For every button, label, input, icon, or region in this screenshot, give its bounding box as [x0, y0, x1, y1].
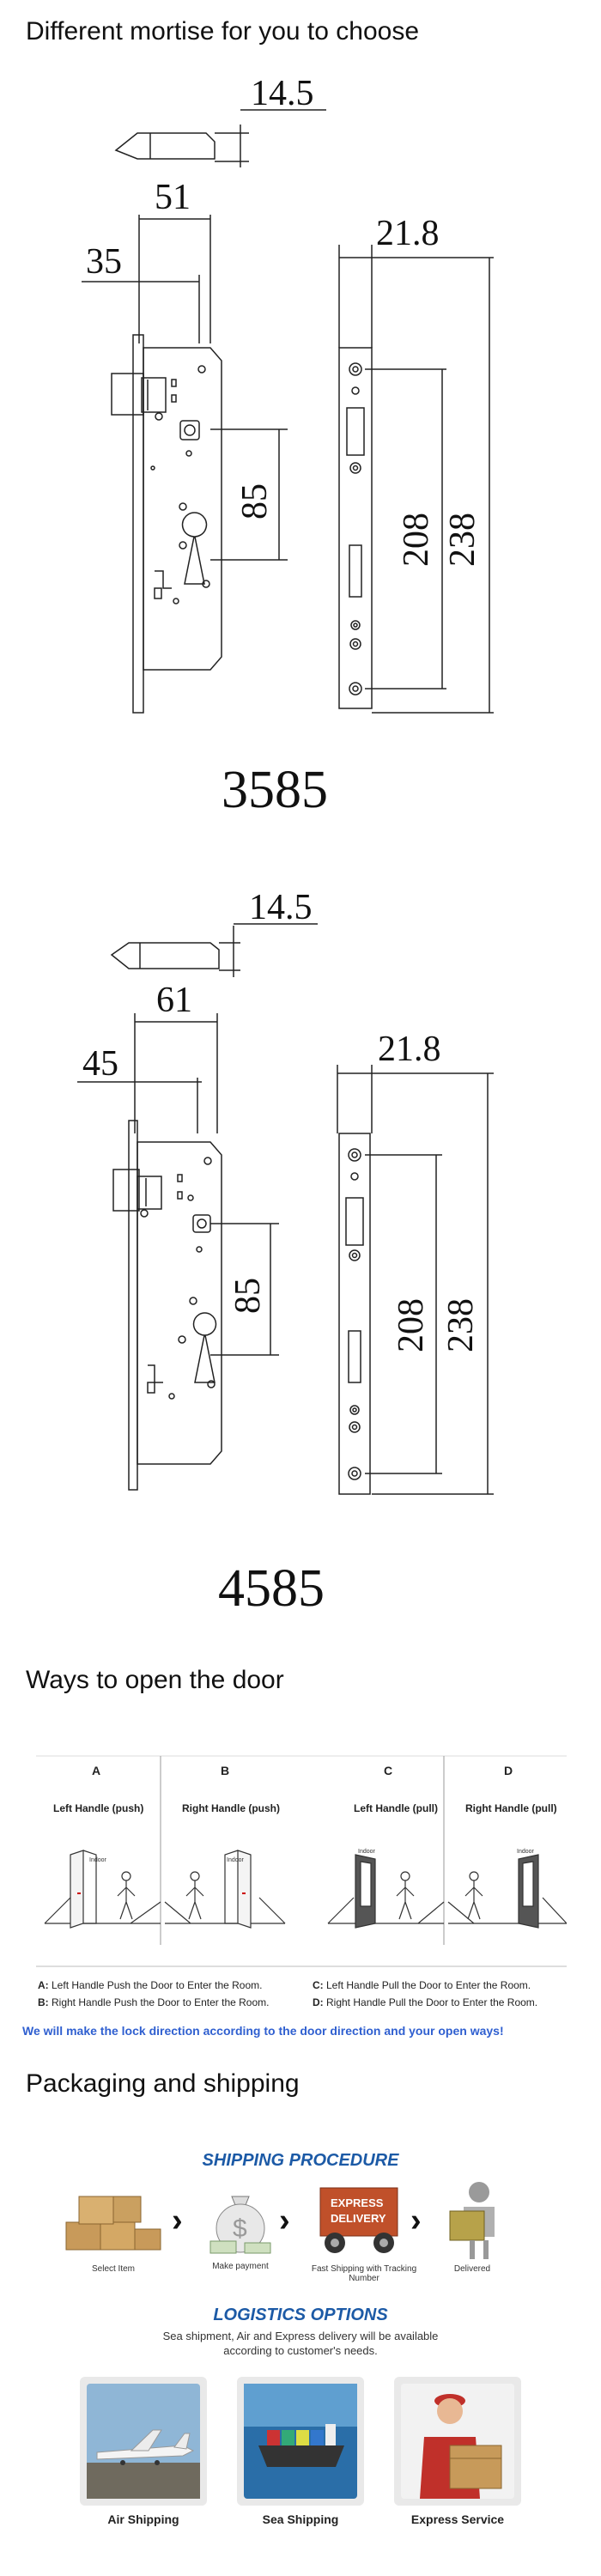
dim-outer: 238: [441, 1298, 481, 1352]
dim-backset: 45: [82, 1044, 118, 1084]
model-3585: 3585: [222, 761, 328, 819]
dim-bolt: 14.5: [249, 888, 313, 927]
door-scene-a: [44, 1850, 161, 1929]
step-label-payment: Make payment: [212, 2262, 269, 2271]
express-service-card: [394, 2377, 521, 2506]
latch-top-view: [110, 923, 318, 977]
logistics-subtitle-2: according to customer's needs.: [223, 2344, 378, 2357]
sea-shipping-label: Sea Shipping: [262, 2512, 339, 2526]
indoor-label-a: Indoor: [89, 1857, 107, 1863]
step-icon-money: $: [209, 2196, 271, 2254]
dim-width: 61: [156, 981, 192, 1020]
step-arrow-2: ›: [279, 2202, 290, 2239]
ways-section-title: Ways to open the door: [26, 1666, 284, 1694]
latch-top-view: [114, 109, 326, 167]
lock-case: [137, 1141, 222, 1465]
lock-case: [143, 347, 222, 671]
logistics-options-title: LOGISTICS OPTIONS: [213, 2306, 388, 2324]
heading-d: Right Handle (pull): [465, 1802, 557, 1814]
heading-a: Left Handle (push): [53, 1802, 143, 1814]
courier-image: [401, 2384, 514, 2499]
letter-d: D: [504, 1764, 513, 1777]
dim-bolt: 14.5: [251, 74, 314, 113]
dim-inner: 208: [397, 513, 436, 567]
caption-c: C: Left Handle Pull the Door to Enter th…: [313, 1979, 531, 1991]
letter-a: A: [92, 1764, 100, 1777]
step-arrow-1: ›: [172, 2202, 183, 2239]
step-label-fast-shipping: Fast Shipping with Tracking Number: [311, 2264, 417, 2283]
dim-center: 85: [228, 1278, 268, 1314]
ship-image: [244, 2384, 357, 2499]
express-text-2: DELIVERY: [331, 2212, 386, 2225]
express-service-label: Express Service: [410, 2512, 505, 2526]
indoor-label-c: Indoor: [358, 1849, 376, 1855]
mortise-3585-drawing: 14.5 51 35 85 21.8 20: [82, 74, 494, 714]
heading-b: Right Handle (push): [182, 1802, 280, 1814]
step-icon-delivered: [449, 2182, 495, 2259]
dim-center: 85: [235, 483, 275, 519]
face-plate-side: [128, 1120, 138, 1491]
caption-b: B: Right Handle Push the Door to Enter t…: [38, 1996, 269, 2008]
svg-text:$: $: [233, 2215, 247, 2243]
dim-inner: 208: [392, 1298, 431, 1352]
step-label-delivered: Delivered: [453, 2264, 491, 2274]
door-ways-diagram: A B C D Left Handle (push) Right Handle …: [36, 1755, 567, 2008]
model-4585: 4585: [218, 1559, 325, 1618]
shipping-procedure-title: SHIPPING PROCEDURE: [202, 2151, 399, 2170]
letter-b: B: [221, 1764, 229, 1777]
step-icon-express-truck: EXPRESS DELIVERY: [319, 2187, 398, 2253]
caption-d: D: Right Handle Pull the Door to Enter t…: [313, 1996, 537, 2008]
face-plate-front: [338, 1133, 371, 1495]
door-scene-b: [164, 1850, 286, 1929]
air-shipping-label: Air Shipping: [107, 2512, 179, 2526]
indoor-label-d: Indoor: [517, 1849, 535, 1855]
sea-shipping-card: [237, 2377, 364, 2506]
indoor-label-b: Indoor: [227, 1857, 245, 1863]
door-scene-d: [447, 1854, 567, 1929]
airplane-image: [87, 2384, 200, 2499]
dim-plate-width: 21.8: [376, 214, 440, 253]
mortise-4585-drawing: 14.5 61 45 85 21.8 208 238: [77, 888, 494, 1495]
dim-outer: 238: [443, 513, 483, 567]
packaging-section-title: Packaging and shipping: [26, 2069, 300, 2098]
caption-a: A: Left Handle Push the Door to Enter th…: [38, 1979, 262, 1991]
door-scene-c: [327, 1854, 445, 1929]
step-icon-boxes: [65, 2196, 161, 2251]
step-label-select: Select Item: [91, 2264, 136, 2274]
door-direction-note: We will make the lock direction accordin…: [22, 2024, 504, 2038]
logistics-subtitle-1: Sea shipment, Air and Express delivery w…: [162, 2330, 439, 2342]
dim-width: 51: [155, 178, 191, 217]
dim-backset: 35: [86, 242, 122, 282]
express-text-1: EXPRESS: [331, 2196, 384, 2209]
face-plate-front: [338, 347, 373, 709]
mortise-section-title: Different mortise for you to choose: [26, 17, 419, 46]
air-shipping-card: [80, 2377, 207, 2506]
step-arrow-3: ›: [410, 2202, 422, 2239]
heading-c: Left Handle (pull): [354, 1802, 438, 1814]
letter-c: C: [384, 1764, 392, 1777]
dim-plate-width: 21.8: [378, 1030, 441, 1069]
